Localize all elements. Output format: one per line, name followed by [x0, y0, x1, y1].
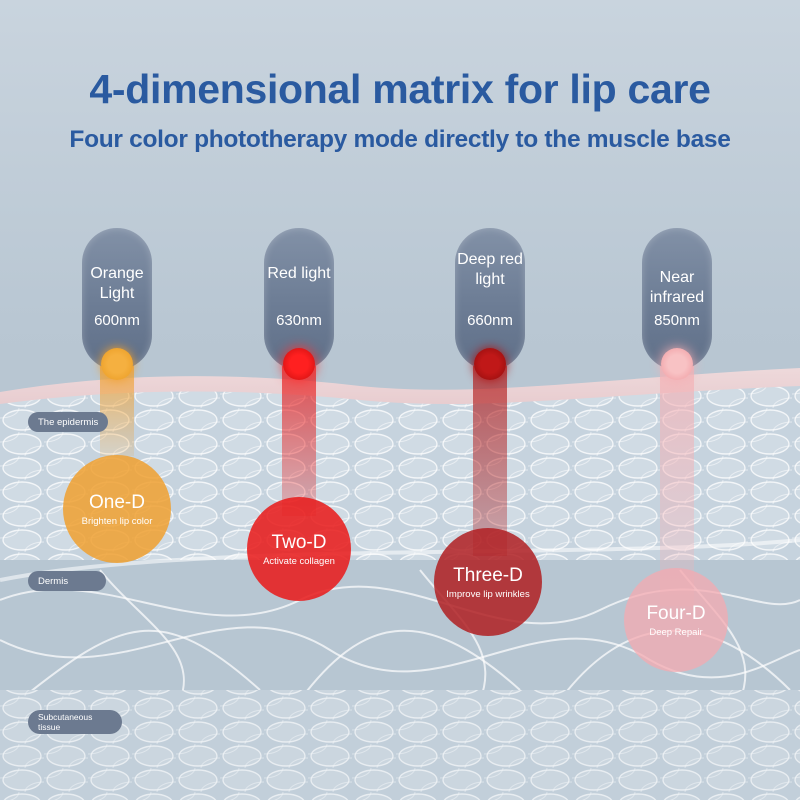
light-name: Deep red light: [457, 251, 523, 288]
light-pill-red: Red light 630nm: [264, 228, 334, 370]
epidermis-label: The epidermis: [28, 412, 108, 432]
subcutaneous-label: Subcutaneous tissue: [28, 710, 122, 734]
page-title: 4-dimensional matrix for lip care: [89, 66, 711, 112]
dimension-desc: Improve lip wrinkles: [446, 588, 530, 600]
three-d-circle: Three-D Improve lip wrinkles: [434, 528, 542, 636]
dimension-name: One-D: [89, 491, 145, 513]
deep-red-light-beam: [473, 356, 507, 556]
red-led-icon: [283, 348, 315, 380]
light-pill-near-infrared: Near infrared 850nm: [642, 228, 712, 370]
light-name: Near infrared: [649, 269, 705, 306]
light-name: Orange Light: [90, 265, 144, 302]
near-infrared-led-icon: [661, 348, 693, 380]
red-light-beam: [282, 356, 316, 516]
four-d-circle: Four-D Deep Repair: [624, 568, 728, 672]
light-wavelength: 660nm: [467, 312, 513, 329]
dimension-name: Three-D: [453, 564, 523, 586]
dimension-name: Four-D: [646, 602, 706, 624]
subcutaneous-label-text: Subcutaneous tissue: [38, 712, 93, 732]
light-wavelength: 630nm: [276, 312, 322, 329]
page-subtitle: Four color phototherapy mode directly to…: [69, 126, 731, 153]
near-infrared-beam: [660, 356, 694, 606]
light-name: Red light: [267, 265, 331, 282]
dermis-label: Dermis: [28, 571, 106, 591]
light-pill-deep-red: Deep red light 660nm: [455, 228, 525, 370]
orange-led-icon: [101, 348, 133, 380]
one-d-circle: One-D Brighten lip color: [63, 455, 171, 563]
dimension-desc: Deep Repair: [649, 626, 703, 638]
light-wavelength: 600nm: [94, 312, 140, 329]
dimension-name: Two-D: [271, 531, 327, 553]
two-d-circle: Two-D Activate collagen: [247, 497, 351, 601]
light-wavelength: 850nm: [654, 312, 700, 329]
dimension-desc: Brighten lip color: [81, 515, 153, 527]
dimension-desc: Activate collagen: [263, 555, 335, 567]
light-pill-orange: Orange Light 600nm: [82, 228, 152, 370]
deep-red-led-icon: [474, 348, 506, 380]
